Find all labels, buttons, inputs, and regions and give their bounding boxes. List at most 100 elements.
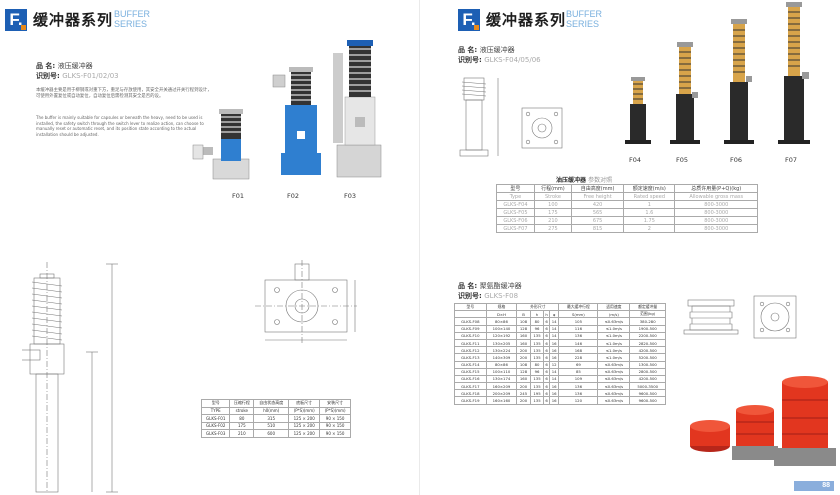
col-stroke: 压缩行程	[229, 399, 255, 408]
col-type: 型号	[200, 399, 231, 408]
table-cell: 130×174	[485, 374, 518, 384]
table-cell: 80×86	[485, 360, 518, 369]
table-cell: 130×224	[485, 346, 518, 355]
table-cell: 9600-500	[629, 396, 666, 405]
pu-buffer-drawing	[683, 295, 797, 339]
table-cell: ≤0.63m/s	[597, 374, 631, 384]
table-cell: 5200-500	[629, 353, 666, 362]
table-cell: 116	[558, 324, 599, 333]
table-cell: 135	[529, 396, 545, 405]
table-cell: 80	[529, 317, 545, 326]
table-cell: 16	[548, 389, 560, 398]
pu-buffer-red-medium	[732, 405, 778, 460]
table-header-row: 型号行程(mm)自由高度(mm)额定速度(m/s)总质许用量(P+Q)(kg)	[496, 184, 758, 193]
product-name: 品 名: 液压缓冲器	[36, 62, 93, 70]
pu-buffer-red-small	[690, 420, 730, 452]
caption-f01: F01	[231, 192, 244, 200]
buffer-f02-photo	[272, 67, 321, 175]
table-cell: GLKS-F16	[454, 374, 487, 384]
left-spec-table: 型号 压缩行程 自由状态高度 底板尺寸 安装尺寸 TYPE stroke h0(…	[200, 399, 351, 438]
table-cell: ≤0.63m/s	[597, 317, 631, 326]
table-cell: 16	[548, 346, 560, 355]
table-cell: 2800-500	[629, 367, 666, 376]
caption-f02: F02	[286, 192, 299, 200]
table-cell: 128	[516, 367, 531, 376]
table-cell: ≤0.63m/s	[597, 360, 631, 369]
table-cell: 160	[516, 374, 531, 384]
pu-buffer-red-large	[774, 376, 836, 466]
table-cell: 135	[529, 374, 545, 384]
table-cell: 108	[516, 360, 531, 369]
table-cell: 135	[529, 382, 545, 391]
table-cell: 160×160	[485, 396, 518, 405]
caption-f04: F04	[628, 156, 641, 164]
table-cell: 4200-500	[629, 374, 666, 384]
buffer-f06-photo	[724, 19, 754, 144]
table-cell: GLKS-F15	[454, 367, 487, 376]
caption-f06: F06	[729, 156, 742, 164]
table-cell: 16	[548, 382, 560, 391]
table-cell: 5000-3500	[629, 382, 666, 391]
table-cell: 9600-500	[629, 389, 666, 398]
pu-product-name: 品 名: 聚氨酯缓冲器	[458, 282, 522, 290]
table-cell: GLKS-F12	[454, 346, 487, 355]
table-cell: GLKS-F09	[454, 324, 487, 333]
table-cell: 136	[558, 389, 599, 398]
pu-product-id: 识别号: GLKS-F08	[458, 292, 519, 300]
table-cell: 146	[558, 338, 599, 348]
table-cell: 2820-500	[629, 338, 666, 348]
table-cell: 108	[516, 317, 531, 326]
table-cell: ≤1.0m/s	[597, 346, 631, 355]
caption-f07: F07	[784, 156, 797, 164]
hydraulic-table-title: 油压缓冲器 参数对照	[556, 177, 613, 184]
table-header-row-en: TYPE stroke h0(mm) (P*S)(mm) (P*S)(mm)	[200, 406, 351, 415]
table-cell: 135	[529, 353, 545, 362]
table-cell: ≤1.0m/s	[597, 324, 631, 333]
table-cell: 120	[558, 396, 599, 405]
page-title: 缓冲器系列	[33, 11, 114, 29]
col-base: 底板尺寸	[288, 399, 321, 408]
table-cell: 160	[516, 331, 531, 340]
table-cell: 69	[558, 360, 599, 369]
table-cell: 80	[529, 360, 545, 369]
page-number: 88	[794, 481, 834, 491]
table-cell: ≤0.63m/s	[597, 367, 631, 376]
table-cell: GLKS-F14	[454, 360, 487, 369]
table-cell: 16	[548, 338, 560, 348]
table-cell: 136	[558, 382, 599, 391]
table-cell: 136	[558, 331, 599, 340]
table-cell: 228	[558, 353, 599, 362]
table-cell: 16	[548, 353, 560, 362]
buffer-technical-drawing	[22, 262, 118, 493]
logo-dot	[474, 25, 479, 30]
table-cell: 200×209	[485, 389, 518, 398]
table-cell: ≤0.63m/s	[597, 382, 631, 391]
table-cell: 4200-500	[629, 346, 666, 355]
table-cell: ≤1.0m/s	[597, 353, 631, 362]
buffer-f04-photo	[625, 77, 651, 144]
table-cell: 100×110	[485, 367, 518, 376]
table-cell: 120×192	[485, 331, 518, 340]
table-cell: 1900-500	[629, 324, 666, 333]
col-height: 自由状态高度	[253, 399, 290, 408]
table-cell: 14	[548, 331, 560, 340]
table-cell: GLKS-F11	[454, 338, 487, 348]
table-cell: 380-280	[629, 317, 666, 326]
buffer-f03-photo	[333, 40, 382, 178]
